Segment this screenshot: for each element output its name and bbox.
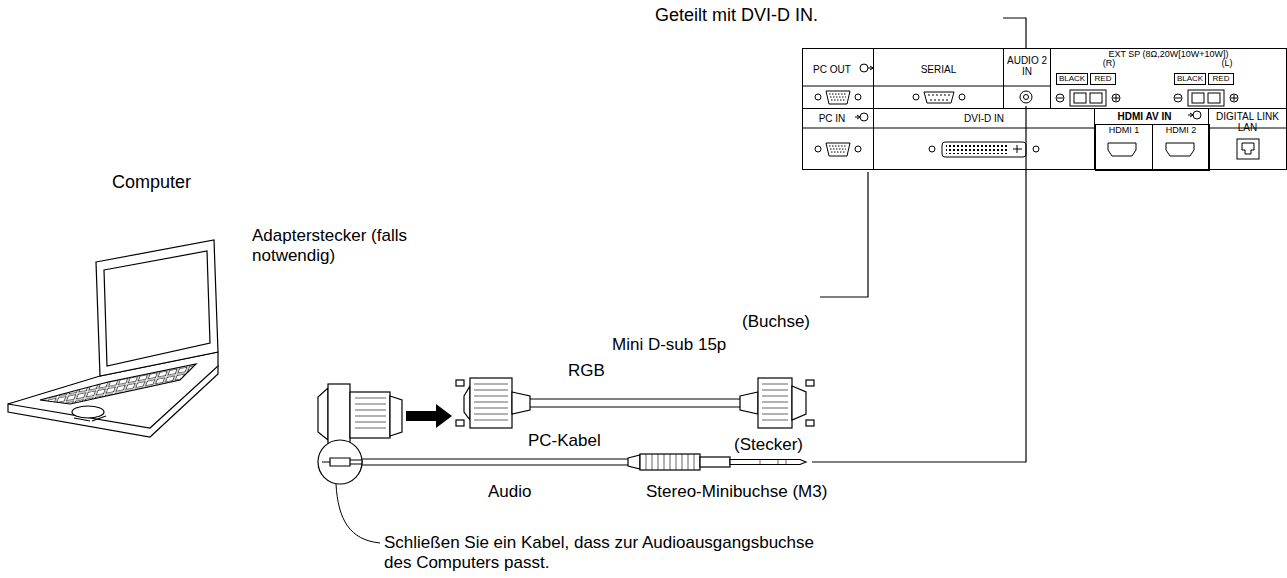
terminal-name: HDMI 1 — [1097, 126, 1151, 136]
channel-label: (R) — [1090, 58, 1128, 69]
terminal-cell: PC OUT — [802, 48, 874, 109]
terminal-name: EXT SP (8Ω,20W[10W+10W]) — [1053, 50, 1284, 60]
terminal-cell: DVI-D IN — [873, 108, 1095, 170]
connector-label: Stereo-Minibuchse (M3) — [646, 482, 827, 502]
terminal-name: LAN — [1211, 122, 1284, 133]
terminal-cell: AUDIO 2 IN — [1003, 48, 1051, 109]
speaker-terminal-cell: EXT SP (8Ω,20W[10W+10W]) BLACK RED BLACK RED — [1050, 48, 1287, 109]
terminal-name: AUDIO 2 IN — [1005, 55, 1049, 77]
terminal-name: HDMI AV IN — [1097, 111, 1192, 122]
terminal-name: SERIAL — [876, 64, 1001, 75]
channel-label: (L) — [1208, 58, 1246, 69]
connector-label: Mini D-sub 15p — [612, 335, 726, 355]
cable-label: Audio — [488, 482, 531, 502]
terminal-name: PC OUT — [805, 64, 859, 75]
terminal-name: DVI-D IN — [876, 113, 1092, 124]
device-label: Computer — [112, 172, 191, 194]
hdmi-port-box: HDMI 2 — [1152, 124, 1210, 171]
terminal-name: BLACK — [1058, 75, 1086, 84]
terminal-name: PC IN — [805, 113, 859, 124]
terminal-name: RED — [1210, 75, 1232, 84]
note-text: Schließen Sie ein Kabel, dass zur Audioa… — [384, 533, 814, 574]
terminal-name: HDMI 2 — [1154, 126, 1208, 136]
part-label: Adapterstecker (falls notwendig) — [252, 226, 422, 267]
hdmi-port-box: HDMI 1 — [1095, 124, 1153, 171]
note-text: Geteilt mit DVI-D IN. — [655, 5, 818, 27]
terminal-name: BLACK — [1176, 75, 1204, 84]
connector-label: (Stecker) — [734, 435, 803, 455]
signal-label: RGB — [568, 361, 605, 381]
terminal-cell: SERIAL — [873, 48, 1004, 109]
polarity-box: BLACK — [1056, 73, 1088, 85]
lan-terminal-cell: DIGITAL LINKLAN — [1208, 108, 1287, 170]
polarity-box: BLACK — [1174, 73, 1206, 85]
connector-label: (Buchse) — [742, 312, 810, 332]
terminal-name: DIGITAL LINK — [1211, 111, 1284, 122]
polarity-box: RED — [1090, 73, 1116, 85]
terminal-name: RED — [1092, 75, 1114, 84]
hdmi-terminal-cell: HDMI AV IN HDMI 1HDMI 2 — [1094, 108, 1209, 170]
terminal-cell: PC IN — [802, 108, 874, 170]
polarity-box: RED — [1208, 73, 1234, 85]
cable-label: PC-Kabel — [528, 431, 601, 451]
